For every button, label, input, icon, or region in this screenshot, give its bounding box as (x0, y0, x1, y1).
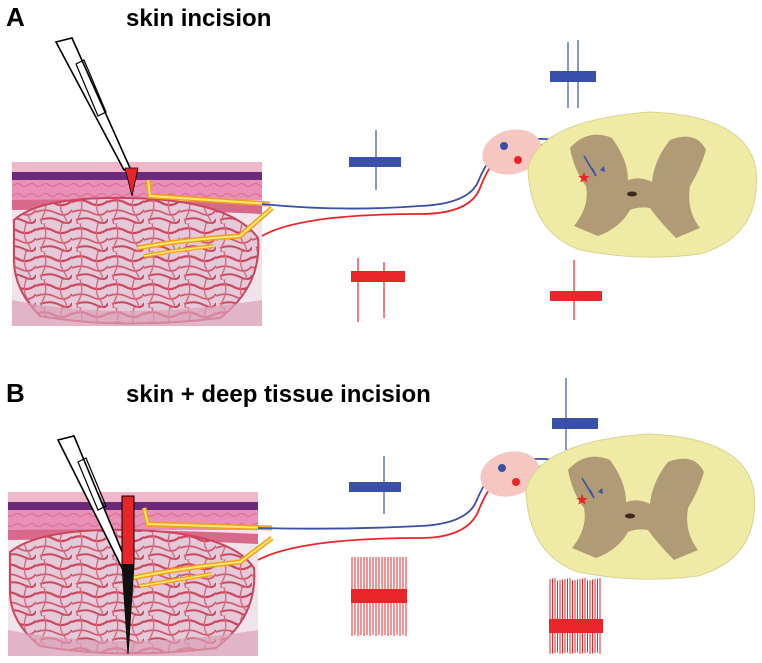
neuron-star-icon (576, 494, 588, 505)
spinal-cord-a (527, 111, 758, 258)
panel-letter-a: A (6, 2, 25, 32)
spike-train-deep-dorsal-horn-b (549, 578, 603, 654)
scalpel-icon (54, 37, 139, 197)
dorsal-root-ganglion-b (480, 451, 540, 497)
drg-soma-icon (512, 478, 520, 486)
neuron-star-icon (578, 172, 590, 183)
nerve-endings-a (137, 179, 274, 258)
panel-title-a: skin incision (126, 5, 271, 32)
dorsal-root-ganglion-a (482, 129, 542, 175)
spike-train-deep-primary-a (351, 258, 405, 322)
panel-a: A skin incision (6, 2, 758, 326)
spike-train-superficial-primary-b (349, 456, 401, 514)
drg-soma-icon (498, 464, 506, 472)
spike-train-superficial-primary-a (349, 130, 401, 190)
panel-title-b: skin + deep tissue incision (126, 381, 431, 408)
drg-soma-icon (500, 142, 508, 150)
superficial-afferent-fiber-a (261, 137, 601, 210)
nerve-endings-b (131, 507, 274, 588)
scalpel-icon (56, 435, 135, 655)
panel-b: B skin + deep tissue incision (6, 378, 756, 656)
spike-train-deep-dorsal-horn-a (550, 260, 602, 320)
tissue-section-a (12, 162, 262, 326)
drg-soma-icon (514, 156, 522, 164)
spike-train-superficial-dorsal-horn-a (550, 40, 596, 108)
spinal-cord-b (525, 433, 756, 580)
spike-train-deep-primary-b (351, 557, 407, 636)
spike-train-superficial-dorsal-horn-b (552, 378, 598, 450)
superficial-afferent-fiber-b (257, 457, 601, 530)
panel-letter-b: B (6, 378, 25, 408)
